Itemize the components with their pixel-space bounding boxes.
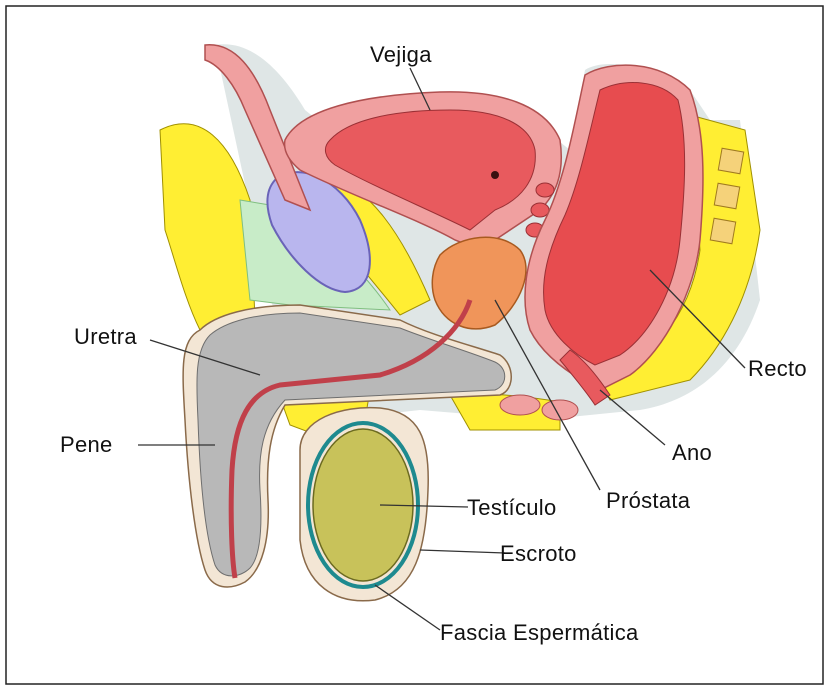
label-testiculo: Testículo: [467, 497, 557, 519]
leader-escroto: [420, 550, 505, 553]
ureter-opening: [491, 171, 499, 179]
spine-2: [714, 183, 739, 208]
perineal-body-1: [500, 395, 540, 415]
label-fascia: Fascia Espermática: [440, 622, 639, 644]
leader-fascia: [375, 585, 440, 630]
vesicle-1: [536, 183, 554, 197]
spine-3: [710, 218, 735, 243]
label-uretra: Uretra: [74, 326, 137, 348]
label-prostata: Próstata: [606, 490, 690, 512]
label-pene: Pene: [60, 434, 113, 456]
label-escroto: Escroto: [500, 543, 577, 565]
label-vejiga: Vejiga: [370, 44, 432, 66]
spine-1: [718, 148, 743, 173]
label-ano: Ano: [672, 442, 712, 464]
label-recto: Recto: [748, 358, 807, 380]
vesicle-2: [531, 203, 549, 217]
